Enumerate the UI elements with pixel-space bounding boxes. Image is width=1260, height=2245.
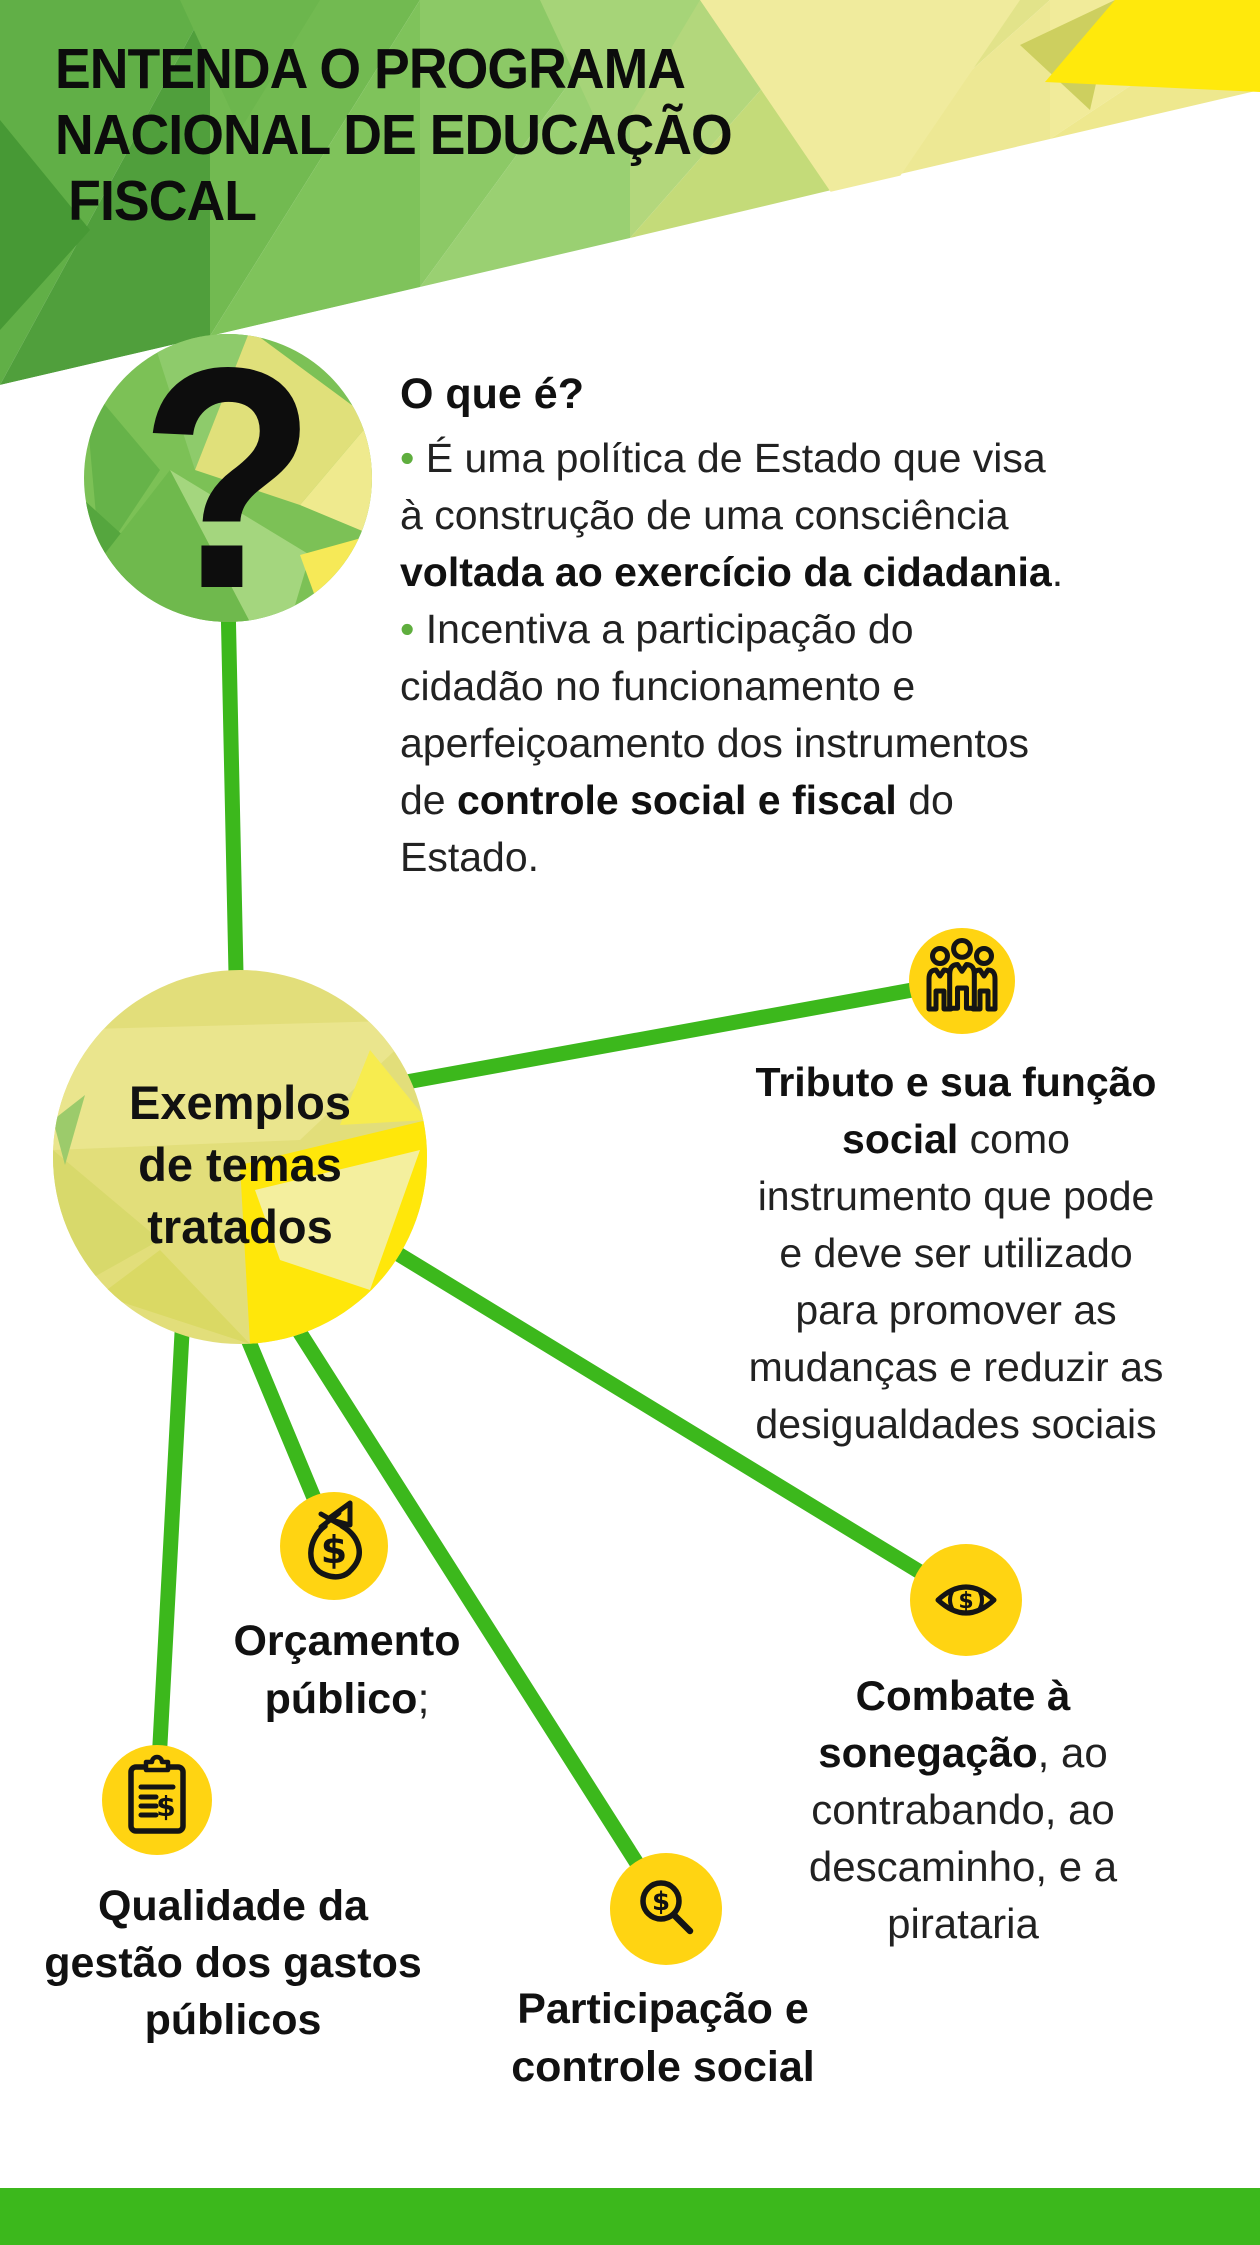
text-line: Estado.: [400, 834, 540, 880]
line-central-to-combate: [364, 1230, 974, 1608]
text-line: • É uma política de Estado que visa: [400, 435, 1046, 481]
text-line: de controle social e fiscal do: [400, 777, 954, 823]
question-mark: ?: [139, 302, 317, 654]
text-line: para promover as: [795, 1287, 1117, 1333]
text-line: pirataria: [887, 1900, 1039, 1947]
title-line-1: ENTENDA O PROGRAMA: [55, 37, 686, 101]
central-circle-label: Exemplos de temas tratados: [60, 1072, 420, 1258]
text-line: de temas: [138, 1138, 342, 1191]
text-line: cidadão no funcionamento e: [400, 663, 916, 709]
text-line: voltada ao exercício da cidadania.: [400, 549, 1064, 595]
text-line: Exemplos: [128, 1076, 352, 1129]
topic-combate: Combate à sonegação, ao contrabando, ao des…: [713, 1667, 1213, 1952]
text-line: sonegação, ao: [818, 1729, 1108, 1776]
eye-dollar-icon: $: [910, 1544, 1022, 1656]
dollar-glyph: $: [652, 1887, 670, 1917]
question-circle: [84, 334, 372, 622]
title-line-3: FISCAL: [68, 169, 257, 233]
header-mosaic-banner: [0, 0, 1260, 385]
line-central-to-participacao: [287, 1317, 674, 1917]
text-line: Combate à: [855, 1672, 1071, 1719]
title-line-2: NACIONAL DE EDUCAÇÃO: [55, 103, 733, 167]
magnifier-dollar-icon: $: [610, 1853, 722, 1965]
dollar-glyph: $: [321, 1528, 347, 1572]
connector-lines: [149, 592, 974, 1917]
text-line: e deve ser utilizado: [779, 1230, 1133, 1276]
line-central-to-qualidade: [149, 1325, 190, 1808]
clipboard-dollar-icon: $: [102, 1745, 212, 1855]
people-group-icon: [909, 928, 1015, 1034]
what-is-section: O que é? • É uma política de Estado que …: [400, 368, 1063, 886]
text-line: público;: [264, 1675, 430, 1723]
dollar-glyph: $: [156, 1790, 175, 1823]
money-bag-icon: $: [280, 1492, 388, 1600]
text-line: tratados: [147, 1200, 333, 1253]
topic-participacao: Participação e controle social: [413, 1980, 913, 2096]
text-line: • Incentiva a participação do: [400, 606, 914, 652]
text-line: descaminho, e a: [808, 1843, 1118, 1890]
topic-orcamento: Orçamento público;: [147, 1612, 547, 1728]
what-is-body: • É uma política de Estado que visa à con…: [400, 430, 1063, 886]
text-line: controle social: [511, 2043, 815, 2091]
text-line: instrumento que pode: [757, 1173, 1155, 1219]
text-line: gestão dos gastos: [44, 1939, 422, 1987]
text-line: à construção de uma consciência: [400, 492, 1009, 538]
footer-bar: [0, 2188, 1260, 2245]
text-line: Participação e: [517, 1985, 809, 2033]
text-line: Tributo e sua função: [755, 1059, 1157, 1105]
text-line: mudanças e reduzir as: [748, 1344, 1164, 1390]
text-line: Qualidade da: [97, 1882, 368, 1930]
line-question-to-central: [220, 592, 245, 1028]
topic-qualidade: Qualidade da gestão dos gastos públicos: [3, 1878, 463, 2049]
line-central-to-tributo: [327, 973, 970, 1103]
text-line: públicos: [144, 1996, 322, 2044]
text-line: contrabando, ao: [811, 1786, 1115, 1833]
text-line: Orçamento: [233, 1617, 461, 1665]
text-line: aperfeiçoamento dos instrumentos: [400, 720, 1030, 766]
dollar-glyph: $: [958, 1589, 973, 1614]
text-line: social como: [842, 1116, 1070, 1162]
text-line: desigualdades sociais: [755, 1401, 1157, 1447]
what-is-heading: O que é?: [400, 370, 584, 418]
page-title: ENTENDA O PROGRAMA NACIONAL DE EDUCAÇÃO …: [55, 36, 775, 234]
topic-tributo: Tributo e sua função social como instrumen…: [650, 1054, 1260, 1453]
